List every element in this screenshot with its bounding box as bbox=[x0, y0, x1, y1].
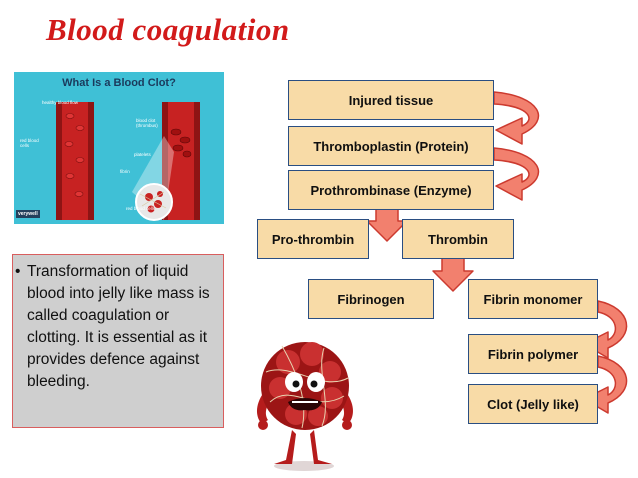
box-thrombin: Thrombin bbox=[402, 219, 514, 259]
curved-arrow-1 bbox=[493, 91, 540, 145]
curved-arrow-2 bbox=[493, 147, 540, 201]
box-prothrombin: Pro-thrombin bbox=[257, 219, 369, 259]
down-arrow-2 bbox=[432, 256, 474, 292]
down-arrow-1 bbox=[366, 206, 408, 242]
box-injured-tissue: Injured tissue bbox=[288, 80, 494, 120]
box-fibrinogen: Fibrinogen bbox=[308, 279, 434, 319]
box-clot: Clot (Jelly like) bbox=[468, 384, 598, 424]
box-thromboplastin: Thromboplastin (Protein) bbox=[288, 126, 494, 166]
definition-box: • Transformation of liquid blood into je… bbox=[12, 254, 224, 428]
label-platelets: platelets bbox=[134, 152, 151, 157]
brand-logo: verywell bbox=[16, 210, 40, 218]
label-red-blood-cells-2: red blood cells bbox=[126, 206, 156, 211]
slide-title: Blood coagulation bbox=[46, 12, 290, 47]
bullet-point: • bbox=[15, 263, 21, 280]
label-red-blood-cells: red blood cells bbox=[20, 138, 39, 148]
label-fibrin: fibrin bbox=[120, 169, 130, 174]
box-fibrin-polymer: Fibrin polymer bbox=[468, 334, 598, 374]
illustration-title: What Is a Blood Clot? bbox=[62, 77, 176, 89]
vessel-drawing bbox=[56, 102, 200, 221]
box-fibrin-monomer: Fibrin monomer bbox=[468, 279, 598, 319]
definition-text: Transformation of liquid blood into jell… bbox=[27, 263, 210, 390]
blood-clot-illustration: What Is a Blood Clot? healthy blood flow… bbox=[14, 72, 224, 224]
label-blood-clot: blood clot (thrombus) bbox=[136, 118, 158, 128]
label-healthy-blood-flow: healthy blood flow bbox=[42, 100, 79, 105]
box-prothrombinase: Prothrombinase (Enzyme) bbox=[288, 170, 494, 210]
clot-mascot-image bbox=[257, 342, 353, 471]
